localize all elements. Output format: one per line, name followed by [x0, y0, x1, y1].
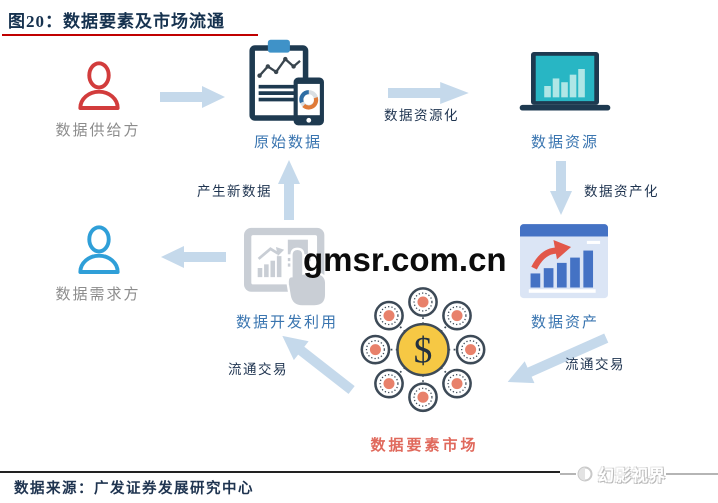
node-market-label: 数据要素市场 [370, 438, 479, 454]
arrow-diagonal-icon [507, 333, 609, 384]
edge-assetize-label: 数据资产化 [584, 184, 659, 199]
arrow-up-icon [278, 160, 300, 220]
demander-person-icon [78, 225, 120, 274]
watermark-line [560, 473, 576, 475]
arrow-left-icon [161, 246, 226, 268]
center-watermark: gmsr.com.cn [303, 241, 507, 278]
asset-window-icon [520, 224, 608, 299]
arrow-right-icon [388, 82, 469, 104]
crystal-ball-icon [577, 466, 593, 482]
edge-trade-left-label: 流通交易 [228, 362, 288, 377]
node-asset-label: 数据资产 [530, 315, 599, 331]
bottom-divider [0, 471, 718, 473]
dollar-symbol: $ [414, 330, 433, 371]
edge-new-data-label: 产生新数据 [197, 184, 272, 199]
develop-tablet-icon [244, 227, 328, 308]
data-source-text: 数据来源：广发证券发展研究中心 [14, 481, 254, 497]
hand-cursor-icon [286, 247, 328, 308]
supplier-person-icon [78, 61, 120, 110]
edge-trade-right-label: 流通交易 [565, 357, 625, 372]
watermark-line [666, 473, 718, 475]
node-demander-label: 数据需求方 [55, 287, 141, 303]
figure-title: 图20：数据要素及市场流通 [8, 12, 225, 31]
raw-data-clipboard-icon [249, 39, 324, 126]
corner-watermark: 幻影视界 [560, 462, 718, 486]
arrow-right-icon [160, 86, 225, 108]
node-raw-data-label: 原始数据 [253, 135, 322, 151]
market-hub-icon: $ [360, 287, 486, 413]
node-resource-label: 数据资源 [530, 135, 599, 151]
arrow-down-icon [550, 161, 572, 215]
corner-watermark-text: 幻影视界 [598, 468, 667, 485]
node-develop-label: 数据开发利用 [235, 315, 338, 331]
title-underline [2, 34, 258, 36]
edge-resourcify-label: 数据资源化 [384, 108, 459, 123]
resource-laptop-icon [519, 52, 611, 111]
arrow-diagonal-icon [282, 335, 355, 395]
node-supplier-label: 数据供给方 [55, 123, 141, 139]
